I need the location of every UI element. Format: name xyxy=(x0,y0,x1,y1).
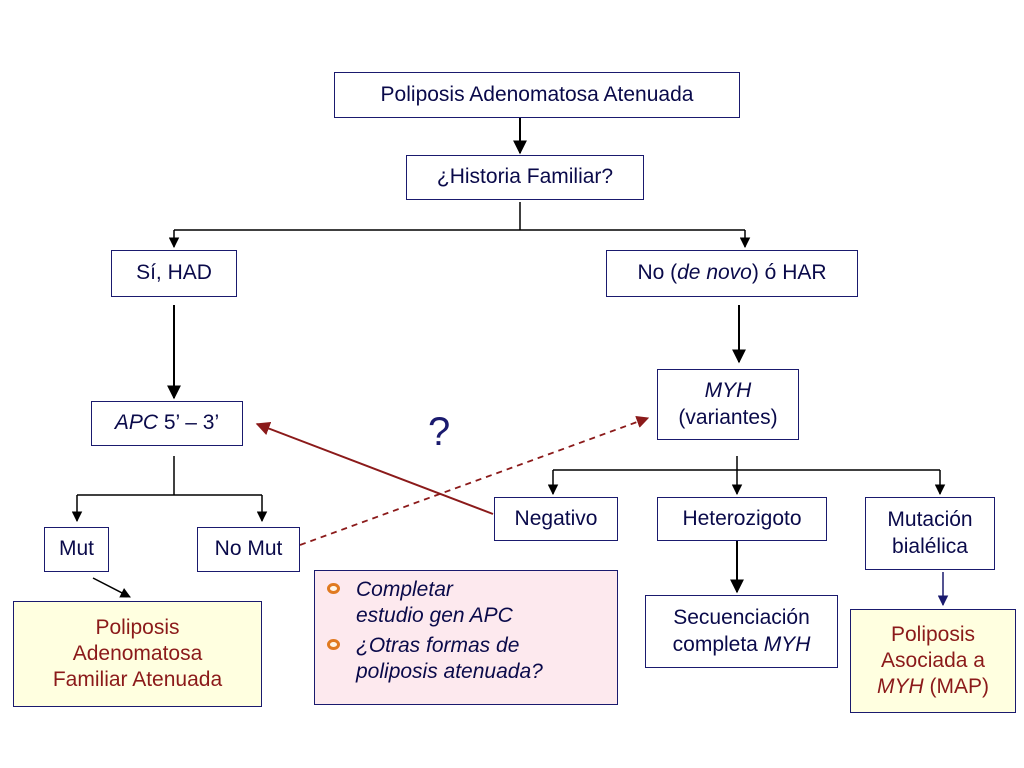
node-map-line1: Poliposis xyxy=(890,622,976,646)
node-si-had: Sí, HAD xyxy=(111,250,237,297)
node-paf-line2: Adenomatosa xyxy=(72,641,203,665)
note-item-text: ¿Otras formas de poliposis atenuada? xyxy=(356,633,543,683)
node-mutacion-bialelica: Mutación bialélica xyxy=(865,497,995,570)
node-heterozigoto-label: Heterozigoto xyxy=(682,506,802,530)
node-secuenciacion-line2: completa MYH xyxy=(672,632,811,656)
node-no-mut: No Mut xyxy=(197,527,300,572)
node-historia: ¿Historia Familiar? xyxy=(406,155,644,200)
node-mut: Mut xyxy=(44,527,109,572)
node-apc: APC 5’ – 3’ xyxy=(91,401,243,446)
node-negativo: Negativo xyxy=(494,497,618,541)
note-box: Completar estudio gen APC ¿Otras formas … xyxy=(314,570,618,705)
node-root-label: Poliposis Adenomatosa Atenuada xyxy=(380,82,694,106)
edge-negativo-to-apc xyxy=(255,421,494,515)
node-no-mut-label: No Mut xyxy=(214,537,283,561)
bullet-ring-icon xyxy=(327,583,340,594)
node-mut-label: Mut xyxy=(58,537,94,561)
note-item: ¿Otras formas de poliposis atenuada? xyxy=(327,633,609,686)
node-heterozigoto: Heterozigoto xyxy=(657,497,827,541)
node-historia-label: ¿Historia Familiar? xyxy=(436,165,614,189)
bullet-ring-icon xyxy=(327,638,340,650)
node-map: Poliposis Asociada a MYH (MAP) xyxy=(850,609,1016,713)
node-myh: MYH (variantes) xyxy=(657,369,799,440)
question-mark: ? xyxy=(428,410,451,454)
note-item: Completar estudio gen APC xyxy=(327,577,609,630)
node-mutacion-line2: bialélica xyxy=(892,534,968,558)
node-root: Poliposis Adenomatosa Atenuada xyxy=(334,72,740,118)
node-map-line3: MYH (MAP) xyxy=(877,675,989,699)
node-no-de-novo-label: No (de novo) ó HAR xyxy=(637,261,827,285)
node-paf-line3: Familiar Atenuada xyxy=(52,668,223,692)
node-mutacion-line1: Mutación xyxy=(887,508,973,532)
node-paf: Poliposis Adenomatosa Familiar Atenuada xyxy=(13,601,262,707)
node-myh-subtitle: (variantes) xyxy=(678,405,778,429)
edge-mut-to-paf xyxy=(92,577,131,598)
node-paf-line1: Poliposis xyxy=(95,615,180,639)
node-map-line2: Asociada a xyxy=(881,648,985,672)
node-secuenciacion-line1: Secuenciación xyxy=(673,606,810,630)
node-apc-label: APC 5’ – 3’ xyxy=(114,411,220,435)
note-item-text: Completar estudio gen APC xyxy=(356,578,513,628)
edge-no-mut-to-myh xyxy=(299,415,650,546)
node-no-de-novo: No (de novo) ó HAR xyxy=(606,250,858,297)
node-myh-title: MYH xyxy=(704,379,752,403)
node-negativo-label: Negativo xyxy=(514,506,598,530)
node-si-had-label: Sí, HAD xyxy=(136,261,212,285)
node-secuenciacion: Secuenciación completa MYH xyxy=(645,595,838,668)
